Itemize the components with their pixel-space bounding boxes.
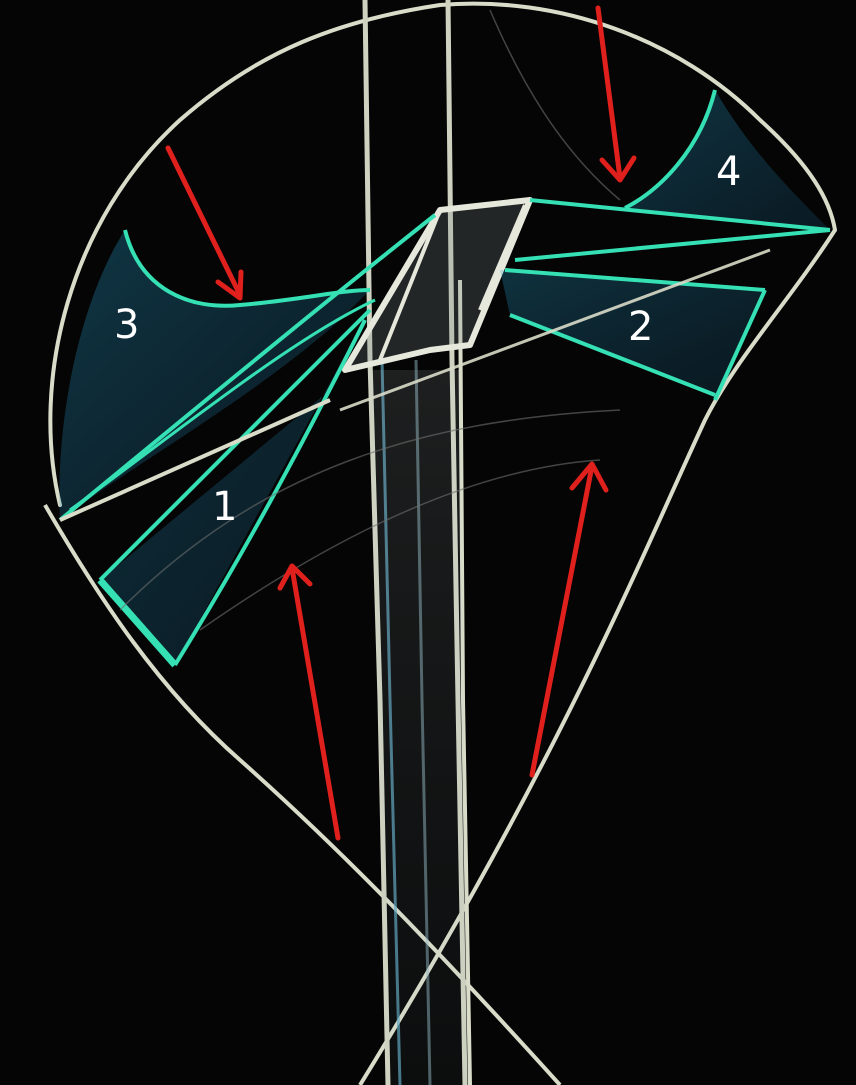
- region-label-4: 4: [716, 149, 741, 195]
- region-label-1: 1: [212, 484, 237, 530]
- arrow-icon: [168, 148, 241, 298]
- arrow-icon: [280, 566, 338, 838]
- arrow-icon: [532, 464, 606, 775]
- region-label-3: 3: [114, 302, 139, 348]
- region-4-fan: [515, 90, 830, 260]
- central-bone-structure: [345, 200, 530, 370]
- region-label-2: 2: [628, 304, 653, 350]
- central-column: [365, 0, 470, 1085]
